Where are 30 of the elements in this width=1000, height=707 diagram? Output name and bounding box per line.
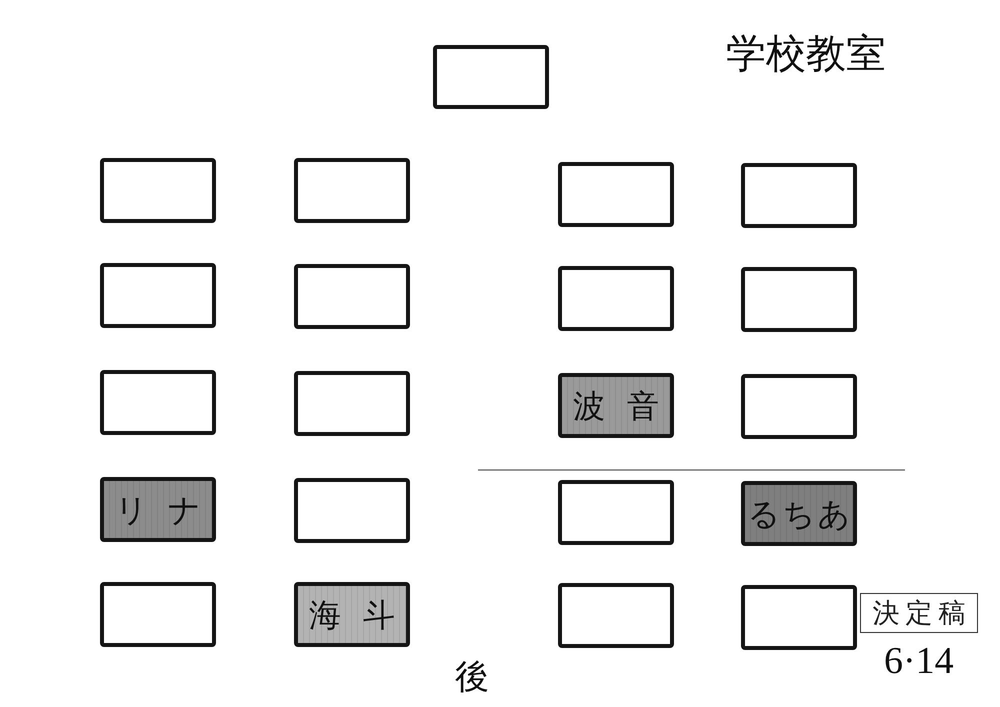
teacher-desk <box>433 45 549 109</box>
student-desk <box>741 163 857 228</box>
student-desk <box>558 480 674 545</box>
student-name: るちあ <box>748 498 850 530</box>
stamp-frame <box>860 593 978 633</box>
student-desk <box>294 478 410 543</box>
rear-label: 後 <box>455 660 489 694</box>
student-name: 海斗 <box>309 598 395 630</box>
student-desk <box>294 264 410 329</box>
student-desk <box>294 582 410 647</box>
student-desk <box>100 158 216 223</box>
student-desk <box>741 481 857 546</box>
student-desk <box>741 585 857 650</box>
date-text: 6·14 <box>884 642 954 680</box>
student-desk <box>100 477 216 542</box>
student-desk <box>558 266 674 331</box>
student-desk <box>741 267 857 332</box>
student-desk <box>294 158 410 223</box>
student-desk <box>100 263 216 328</box>
student-desk <box>558 583 674 648</box>
stamp-text: 決定稿 <box>872 600 966 626</box>
student-name: リナ <box>115 494 201 526</box>
student-desk <box>558 162 674 227</box>
student-desk <box>100 582 216 647</box>
student-name: 波音 <box>573 390 659 422</box>
student-desk <box>558 373 674 438</box>
student-desk <box>741 374 857 439</box>
page-title: 学校教室 <box>726 34 886 74</box>
student-desk <box>100 370 216 435</box>
student-desk <box>294 371 410 436</box>
